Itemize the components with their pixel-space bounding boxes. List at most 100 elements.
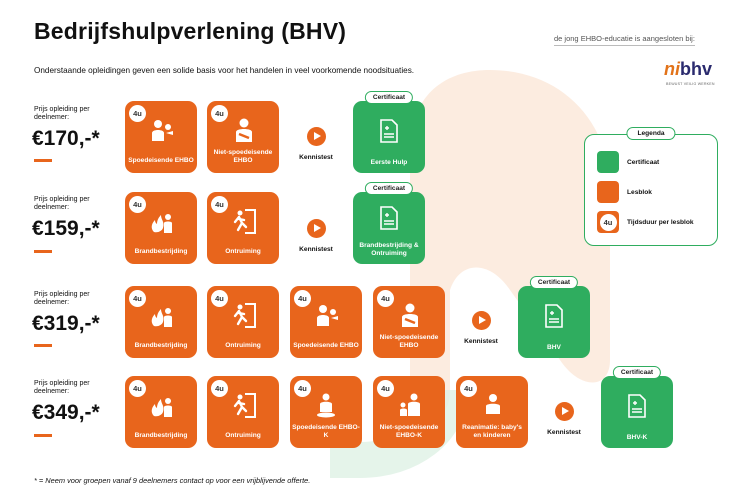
emergency-exit-icon [233, 303, 256, 328]
lesblok-niet-spoedeisende-ehbo-k: 4u Niet-spoedeisende EHBO-K [373, 376, 445, 448]
lesblok-label: Brandbestrijding [134, 342, 188, 349]
first-aid-person-icon [317, 305, 338, 326]
bandaged-arm-icon [236, 118, 252, 142]
lesblok-label: Spoedeisende EHBO [293, 342, 359, 349]
price-label: Prijs opleiding per deelnemer: [34, 196, 90, 211]
duration-badge: 4u [211, 196, 228, 213]
lesblok-spoedeisende-ehbo: 4u Spoedeisende EHBO [290, 286, 362, 358]
certificate-document-icon [380, 206, 398, 230]
duration-badge: 4u [129, 380, 146, 397]
lesblok-label: Brandbestrijding [134, 248, 188, 255]
duration-badge: 4u [129, 105, 146, 122]
lesblok-label: Spoedeisende EHBO [128, 157, 194, 164]
price-label: Prijs opleiding per deelnemer: [34, 106, 90, 121]
certificaat-label: Eerste Hulp [370, 159, 408, 166]
certificaat-tag: Certificaat [612, 366, 662, 379]
lesblok-label: Spoedeisende EHBO-K [292, 424, 360, 439]
kennistest: Kennistest [457, 311, 505, 345]
fire-extinguisher-icon [151, 214, 172, 233]
lesblok-label: Niet-spoedeisende EHBO [213, 149, 273, 164]
logo-bhv: bhv [680, 59, 713, 79]
duration-badge: 4u [377, 290, 394, 307]
legend-label: Tijdsduur per lesblok [627, 218, 694, 226]
legend-label: Lesblok [627, 188, 652, 196]
duration-badge: 4u [460, 380, 477, 397]
legend-item-certificaat: Certificaat [597, 151, 659, 173]
certificate-document-icon [380, 119, 398, 143]
price-underline [34, 159, 52, 162]
legend: Legenda Certificaat Lesblok 4u Tijdsduur… [584, 127, 718, 246]
certificaat-bhv: Certificaat BHV [518, 276, 590, 358]
price-value: €159,-* [32, 217, 100, 240]
lesblok-niet-spoedeisende-ehbo: 4u Niet-spoedeisende EHBO [373, 286, 445, 358]
kennistest: Kennistest [540, 402, 588, 436]
duration-badge: 4u [211, 105, 228, 122]
certificaat-label: BHV-K [626, 434, 648, 441]
price-underline [34, 434, 52, 437]
price-underline [34, 250, 52, 253]
play-icon [471, 311, 491, 330]
page-subtitle: Onderstaande opleidingen geven een solid… [34, 66, 415, 75]
bandaged-arm-icon [402, 303, 418, 327]
footnote: * = Neem voor groepen vanaf 9 deelnemers… [34, 476, 311, 485]
price-value: €349,-* [32, 401, 100, 424]
fire-extinguisher-icon [151, 308, 172, 327]
kennistest-label: Kennistest [299, 154, 333, 161]
legend-swatch-orange [597, 181, 619, 203]
child-first-aid-icon [317, 393, 335, 418]
lesblok-label: Ontruiming [225, 432, 261, 439]
duration-badge: 4u [211, 290, 228, 307]
emergency-exit-icon [233, 209, 256, 234]
baby-resuscitation-icon [486, 394, 500, 414]
duration-badge: 4u [129, 196, 146, 213]
lesblok-brandbestrijding: 4u Brandbestrijding [125, 286, 197, 358]
duration-badge: 4u [599, 213, 617, 231]
legend-item-tijdsduur: 4u Tijdsduur per lesblok [597, 211, 694, 233]
certificate-document-icon [628, 394, 646, 418]
first-aid-person-icon [152, 120, 173, 141]
lesblok-spoedeisende-ehbo-k: 4u Spoedeisende EHBO-K [290, 376, 362, 448]
lesblok-brandbestrijding: 4u Brandbestrijding [125, 376, 197, 448]
legend-title: Legenda [626, 127, 676, 140]
price-value: €319,-* [32, 312, 100, 335]
lesblok-ontruiming: 4u Ontruiming [207, 286, 279, 358]
kennistest: Kennistest [292, 219, 340, 253]
legend-item-lesblok: Lesblok [597, 181, 652, 203]
lesblok-spoedeisende-ehbo: 4u Spoedeisende EHBO [125, 101, 197, 173]
duration-badge: 4u [294, 380, 311, 397]
nibhv-logo: nibhv BEWUST VEILIG WERKEN [664, 60, 724, 90]
duration-badge: 4u [129, 290, 146, 307]
lesblok-brandbestrijding: 4u Brandbestrijding [125, 192, 197, 264]
play-icon [306, 127, 326, 146]
duration-badge: 4u [211, 380, 228, 397]
legend-swatch-green [597, 151, 619, 173]
logo-tagline: BEWUST VEILIG WERKEN [666, 82, 715, 86]
emergency-exit-icon [233, 393, 256, 418]
fire-extinguisher-icon [151, 398, 172, 417]
certificate-document-icon [545, 304, 563, 328]
lesblok-ontruiming: 4u Ontruiming [207, 376, 279, 448]
partner-text: de jong EHBO-educatie is aangesloten bij… [554, 34, 695, 46]
logo-ni: ni [664, 59, 680, 79]
certificaat-bhv-k: Certificaat BHV-K [601, 366, 673, 448]
certificaat-eerste-hulp: Certificaat Eerste Hulp [353, 91, 425, 173]
kennistest-label: Kennistest [464, 338, 498, 345]
lesblok-label: Brandbestrijding [134, 432, 188, 439]
price-underline [34, 344, 52, 347]
lesblok-label: Reanimatie: baby's en kinderen [462, 424, 522, 439]
legend-label: Certificaat [627, 158, 660, 166]
certificaat-brandbestrijding-ontruiming: Certificaat Brandbestrijding & Ontruimin… [353, 182, 425, 264]
child-bandage-icon [400, 393, 420, 416]
duration-badge: 4u [377, 380, 394, 397]
lesblok-niet-spoedeisende-ehbo: 4u Niet-spoedeisende EHBO [207, 101, 279, 173]
lesblok-ontruiming: 4u Ontruiming [207, 192, 279, 264]
certificaat-tag: Certificaat [364, 182, 414, 195]
lesblok-label: Niet-spoedeisende EHBO [379, 334, 439, 349]
price-value: €170,-* [32, 127, 100, 150]
price-label: Prijs opleiding per deelnemer: [34, 291, 90, 306]
lesblok-label: Ontruiming [225, 342, 261, 349]
price-label: Prijs opleiding per deelnemer: [34, 380, 90, 395]
kennistest-label: Kennistest [547, 429, 581, 436]
certificaat-tag: Certificaat [529, 276, 579, 289]
lesblok-label: Ontruiming [225, 248, 261, 255]
